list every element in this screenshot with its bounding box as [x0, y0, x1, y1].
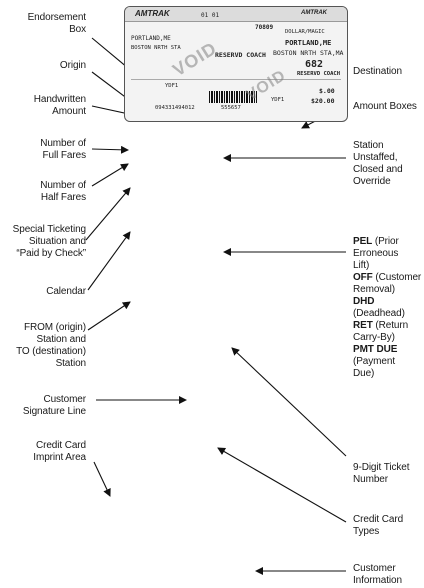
- label-full-fares: Number of Full Fares: [40, 138, 86, 161]
- ticket-train: 682: [305, 59, 324, 70]
- code-pmt-due: PMT DUE: [353, 344, 398, 355]
- label-station-unstaffed: Station Unstaffed, Closed and Override: [353, 140, 403, 187]
- ticket-barcode: [209, 91, 257, 103]
- label-calendar: Calendar: [46, 286, 86, 297]
- code-ret: RET (Return: [353, 320, 409, 331]
- code-pel: PEL (Prior: [353, 236, 399, 247]
- label-endorsement-box: Endorsement Box: [27, 12, 86, 35]
- label-special-ticketing: Special Ticketing Situation and “Paid by…: [12, 224, 86, 259]
- label-override-codes: PEL (Prior Erroneous Lift) OFF (Customer…: [353, 236, 422, 379]
- arrow-special: [85, 187, 131, 241]
- arrow-from-to: [87, 301, 131, 331]
- ticket-fare-code-right: YDF1: [271, 97, 285, 103]
- label-handwritten-amount: Handwritten Amount: [33, 94, 86, 117]
- label-from-to-station: FROM (origin) Station and TO (destinatio…: [16, 322, 86, 369]
- ticket-origin: PORTLAND,ME: [131, 35, 171, 42]
- code-off: OFF (Customer: [353, 272, 422, 283]
- label-ticket-number: 9-Digit Ticket Number: [353, 462, 410, 485]
- ticket-amount-2: $20.00: [311, 97, 335, 105]
- label-credit-card-imprint: Credit Card Imprint Area: [33, 440, 86, 463]
- arrow-half-fares: [91, 163, 129, 187]
- ticket-destination: PORTLAND,ME: [285, 39, 332, 47]
- arrow-ticket-number: [231, 347, 347, 457]
- ticket-destination-station: BOSTON NRTH STA,MA: [273, 49, 344, 57]
- ticket-amount-word: DOLLAR/MAGIC: [285, 29, 325, 35]
- ticket-fare-code: YDF1: [165, 83, 179, 89]
- ticket-origin-station: BOSTON NRTH STA: [131, 45, 181, 51]
- ticket-brand-right: AMTRAK: [301, 10, 327, 16]
- label-amount-boxes: Amount Boxes: [353, 101, 417, 112]
- arrow-full-fares: [91, 145, 129, 154]
- ticket-serial-2: 555657: [221, 105, 241, 111]
- label-customer-signature: Customer Signature Line: [22, 394, 86, 417]
- label-half-fares: Number of Half Fares: [40, 180, 86, 203]
- ticket-image: AMTRAK 01 01 AMTRAK 70809 DOLLAR/MAGIC P…: [124, 6, 348, 122]
- label-credit-card-types: Credit Card Types: [353, 514, 404, 537]
- arrow-imprint: [93, 461, 111, 497]
- ticket-date: 01 01: [201, 12, 220, 19]
- ticket-class: RESERVD COACH: [215, 51, 266, 59]
- label-customer-information: Customer Information: [353, 563, 402, 586]
- label-destination: Destination: [353, 66, 402, 77]
- ticket-amount-1: $.00: [319, 87, 335, 95]
- arrow-cc-types: [217, 447, 347, 523]
- code-dhd: DHD: [353, 296, 375, 307]
- label-origin: Origin: [59, 60, 86, 71]
- ticket-brand: AMTRAK: [135, 9, 170, 18]
- arrow-calendar: [87, 231, 131, 291]
- ticket-serial: 094331494012: [155, 105, 195, 111]
- ticket-number-field: 70809: [255, 24, 274, 31]
- ticket-class-right: RESERVD COACH: [297, 71, 341, 77]
